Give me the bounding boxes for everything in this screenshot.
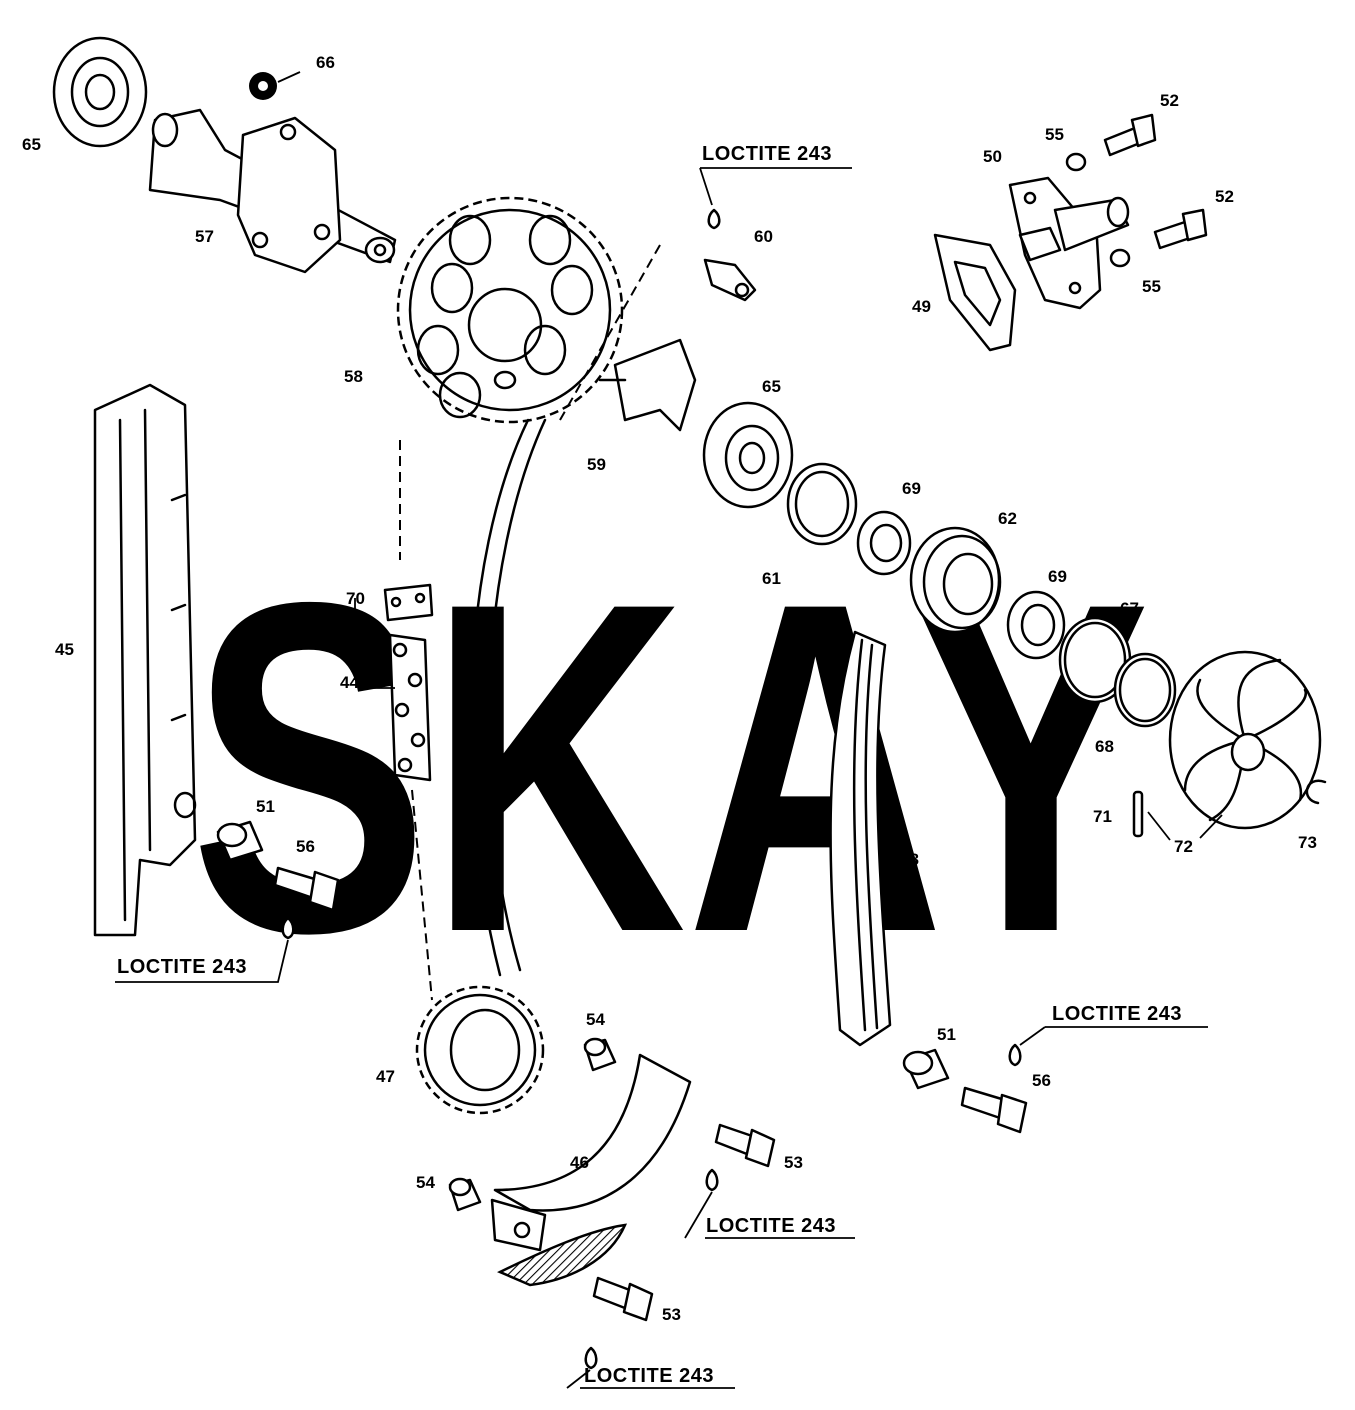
label-49: 49 [912,297,931,316]
label-54-upper: 54 [586,1010,605,1029]
loctite-label-top: LOCTITE 243 [702,143,832,165]
label-45: 45 [55,640,74,659]
part-72-impeller [1168,650,1322,830]
part-labels: 44 45 46 47 48 49 50 51 51 52 52 53 53 5… [22,53,1317,1324]
label-53-upper: 53 [784,1153,803,1172]
loctite-label-right: LOCTITE 243 [1052,1003,1182,1025]
part-47-crank-sprocket [415,985,545,1115]
part-51-bush-right [902,1048,950,1090]
part-48-tensioner-guide [829,630,892,1047]
loctite-label-bottom: LOCTITE 243 [584,1365,714,1387]
part-56-bolt-right [960,1043,1028,1134]
part-62-pulley [909,526,1002,634]
label-44: 44 [340,673,359,692]
part-70-chain-link [383,583,434,622]
part-52-bolt-upper [1103,113,1157,157]
label-59: 59 [587,455,606,474]
part-65-bearing-top [52,36,148,148]
label-47: 47 [376,1067,395,1086]
part-65-bearing-middle [702,401,794,509]
watermark-text: SKAY [190,505,1150,1030]
leader-lines [115,71,1223,1389]
loctite-label-left: LOCTITE 243 [117,956,247,978]
label-67: 67 [1120,599,1139,618]
part-49-gasket [933,233,1017,352]
label-52-lower: 52 [1215,187,1234,206]
part-44-chain [388,633,432,782]
label-69-b: 69 [1048,567,1067,586]
part-69-bearing-a [856,510,912,576]
label-55-upper: 55 [1045,125,1064,144]
part-50-tensioner [1008,176,1130,310]
label-71: 71 [1093,807,1112,826]
label-52-upper: 52 [1160,91,1179,110]
label-48: 48 [900,850,919,869]
label-62: 62 [998,509,1017,528]
part-53-bolt-lower [584,1276,654,1370]
label-53-lower: 53 [662,1305,681,1324]
part-51-bush-left [216,820,264,862]
label-51-right: 51 [937,1025,956,1044]
part-69-bearing-b [1006,590,1066,660]
part-60-screw [703,208,757,302]
label-65-middle: 65 [762,377,781,396]
label-51-left: 51 [256,797,275,816]
label-69-a: 69 [902,479,921,498]
part-57-camshaft [148,108,397,274]
label-57: 57 [195,227,214,246]
part-55-washer-lower [1109,248,1131,268]
label-56-left: 56 [296,837,315,856]
part-71-pin [1132,790,1144,838]
label-72: 72 [1174,837,1193,856]
part-61-seal [786,462,858,546]
part-56-bolt-left [273,866,340,940]
label-73: 73 [1298,833,1317,852]
label-56-right: 56 [1032,1071,1051,1090]
part-68-oring [1113,652,1177,728]
part-46-lower-guide [490,1053,692,1287]
label-60: 60 [754,227,773,246]
part-58-cam-sprocket [396,196,624,424]
label-55-lower: 55 [1142,277,1161,296]
loctite-labels: LOCTITE 243 LOCTITE 243 LOCTITE 243 LOCT… [117,143,1182,1387]
part-54-bushing-lower [448,1177,482,1212]
part-55-washer-upper [1065,152,1087,172]
part-53-bolt-upper [705,1123,776,1192]
label-66: 66 [316,53,335,72]
part-52-bolt-lower [1153,208,1208,250]
label-46: 46 [570,1153,589,1172]
chain-guide-lines [399,244,661,1001]
label-65-top: 65 [22,135,41,154]
part-54-bushing-upper [583,1037,617,1072]
part-59-lever [598,338,697,432]
part-73-clip [1305,779,1327,805]
label-68: 68 [1095,737,1114,756]
label-50: 50 [983,147,1002,166]
watermark: SKAY [190,505,1150,1030]
loctite-label-center: LOCTITE 243 [706,1215,836,1237]
label-61: 61 [762,569,781,588]
label-70: 70 [346,589,365,608]
label-58: 58 [344,367,363,386]
label-54-lower: 54 [416,1173,435,1192]
part-66-nut [249,72,277,100]
part-45-chain-guide [93,383,197,937]
